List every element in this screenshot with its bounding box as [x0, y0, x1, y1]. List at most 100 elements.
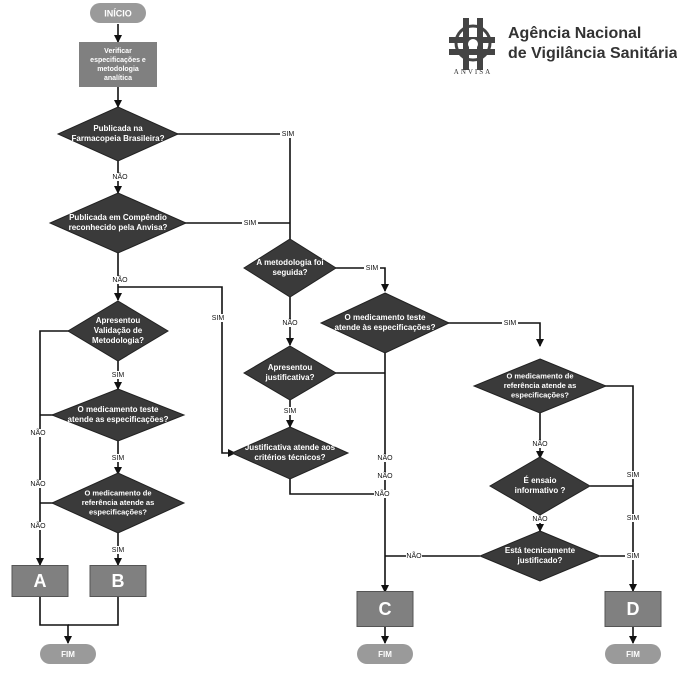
edge-b-fim: [68, 596, 119, 626]
terminal-fim-right: FIM: [605, 644, 661, 664]
decision-text-line: seguida?: [272, 268, 307, 277]
edge-label-nao-just: NÃO: [374, 489, 390, 498]
edge-label-nao-metodologia: NÃO: [282, 318, 298, 327]
decision-shape: [50, 472, 186, 534]
decision-shape: [50, 388, 186, 442]
edge-just-nao: [289, 478, 385, 495]
edge-label-sim-farmacopeia: SIM: [282, 131, 295, 138]
edge-label-nao-teste-mid-1: NÃO: [377, 453, 393, 462]
decision-text-line: Justificativa atende aos: [245, 443, 336, 452]
edge-label-nao-compendio: NÃO: [112, 275, 128, 284]
edge-label-sim-ref-right: SIM: [627, 472, 640, 479]
edge-label-sim-ensaio: SIM: [627, 515, 640, 522]
decision-shape: [472, 358, 608, 414]
edge-teste-mid-sim: [448, 322, 544, 347]
decision-shape: [67, 300, 169, 362]
outcome-shape: [356, 591, 414, 627]
edge-label-sim-apresentou: SIM: [284, 408, 297, 415]
decision-shape: [48, 192, 188, 254]
outcome-box-c: C: [356, 591, 414, 627]
edge-label-nao-teste-left: NÃO: [30, 479, 46, 488]
process-text-line: especificações e: [90, 57, 146, 64]
decision-text-line: O medicamento teste: [78, 405, 159, 414]
outcome-box-b: B: [89, 565, 147, 597]
process-text-line: metodologia: [97, 66, 139, 73]
anvisa-cross-icon: [449, 18, 495, 70]
decision-text-line: O medicamento de: [84, 488, 151, 497]
outcome-label: B: [112, 571, 125, 591]
process-text-line: analítica: [104, 75, 132, 82]
agency-name-line1: Agência Nacional: [508, 25, 641, 42]
terminal-fim-mid: FIM: [357, 644, 413, 664]
edge-a-fim: [39, 596, 72, 644]
decision-text-line: O medicamento de: [506, 371, 573, 380]
outcome-shape: [11, 565, 69, 597]
process-text-line: Verificar: [104, 48, 132, 55]
decision-shape: [489, 456, 591, 516]
decision-text-line: Publicada na: [93, 124, 143, 133]
decision-text-line: atende as especificações?: [68, 415, 169, 424]
decision-text-line: justificado?: [517, 556, 563, 565]
decision-text-line: É ensaio: [524, 476, 557, 485]
edge-label-sim-teste-mid: SIM: [504, 320, 517, 327]
terminal-inicio: INÍCIO: [90, 3, 146, 23]
outcome-shape: [604, 591, 662, 627]
decision-shape: [243, 345, 337, 401]
edge-label-nao-ref-left: NÃO: [30, 521, 46, 530]
terminal-fim-left: FIM: [40, 644, 96, 664]
terminal-label: FIM: [378, 650, 392, 659]
decision-text-line: especificações?: [511, 390, 569, 399]
terminal-label: FIM: [626, 650, 640, 659]
process-shape: [79, 42, 157, 87]
decision-text-line: referência atende as: [504, 381, 577, 390]
edge-label-sim-tec: SIM: [627, 553, 640, 560]
decision-text-line: informativo ?: [515, 486, 566, 495]
decision-text-line: Apresentou: [96, 316, 141, 325]
terminal-shape: [40, 644, 96, 664]
edge-label-nao-teste-mid-2: NÃO: [377, 471, 393, 480]
anvisa-logo: Agência Nacional de Vigilância SanitáriaA…: [449, 18, 677, 76]
agency-acronym: ANVISA: [454, 68, 492, 76]
decision-text-line: Está tecnicamente: [505, 546, 576, 555]
decision-text-line: Farmacopeia Brasileira?: [72, 134, 165, 143]
edge-label-sim-metodologia: SIM: [366, 265, 379, 272]
terminal-shape: [357, 644, 413, 664]
decision-text-line: reconhecido pela Anvisa?: [69, 223, 168, 232]
terminal-shape: [90, 3, 146, 23]
decision-text-line: O medicamento teste: [345, 313, 426, 322]
decision-shape: [478, 530, 602, 582]
decision-text-line: A metodologia foi: [256, 258, 323, 267]
decision-text-line: Publicada em Compêndio: [69, 213, 167, 222]
outcome-label: C: [379, 599, 392, 619]
decision-shape: [56, 106, 180, 162]
nodes: INÍCIO Verificar especificações e metodolog…: [11, 3, 662, 664]
edge-label-sim-compendio: SIM: [244, 220, 257, 227]
edge-labels: SIM NÃO SIM NÃO SIM SIM NÃO SIM SIM NÃO SIM NÃO NÃO N…: [30, 130, 641, 560]
edge-label-sim-validacao: SIM: [112, 372, 125, 379]
edge-label-nao-ref-right: NÃO: [532, 439, 548, 448]
edge-label-nao-farmacopeia: NÃO: [112, 172, 128, 181]
outcome-box-d: D: [604, 591, 662, 627]
process-verificar: Verificar especificações e metodologia anal…: [79, 42, 157, 87]
edge-label-nao-tec: NÃO: [406, 551, 422, 560]
decision-text-line: Metodologia?: [92, 336, 144, 345]
agency-name-line2: de Vigilância Sanitária: [508, 45, 677, 62]
edge-label-sim-justificativa-line: SIM: [212, 315, 225, 322]
decision-text-line: Apresentou: [268, 363, 313, 372]
decision-shape: [319, 292, 451, 354]
edge-ref-right-sim: [605, 385, 637, 592]
edge-label-sim-ref-left: SIM: [112, 547, 125, 554]
